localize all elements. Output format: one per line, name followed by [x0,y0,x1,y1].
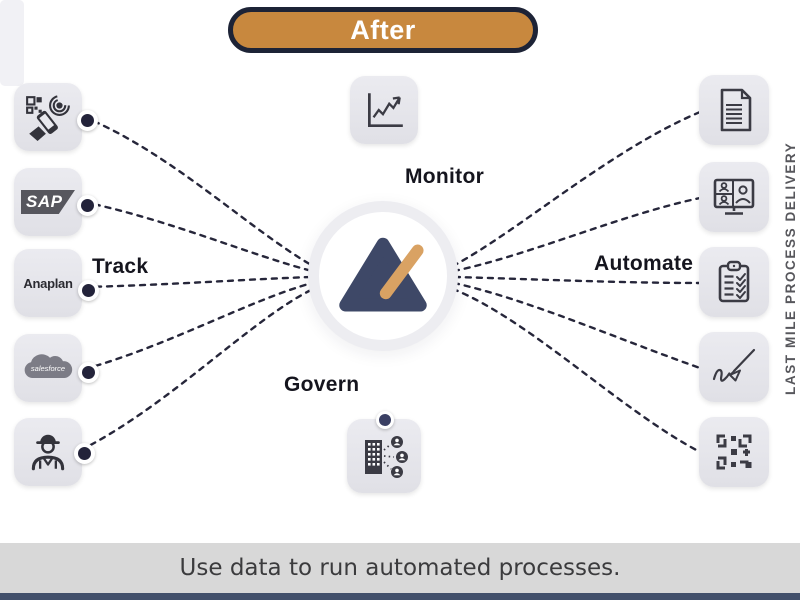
tile-checklist [699,247,769,317]
label-automate: Automate [594,252,694,275]
connector-right-1 [451,110,702,268]
tile-document [699,75,769,145]
salesforce-logo: salesforce [19,349,77,387]
node-dot-govern [376,411,394,429]
node-dot-sap [77,195,98,216]
tile-qr-code [699,417,769,487]
field-agent-icon [25,429,71,475]
label-govern: Govern [284,373,360,396]
sap-logo: SAP [21,190,75,214]
salesforce-logo-text: salesforce [31,364,65,373]
checklist-icon [711,258,757,306]
node-dot-anaplan [78,280,99,301]
footer-navy-strip [0,593,800,600]
node-dot-scan [77,110,98,131]
tile-monitor [350,76,418,144]
line-chart-icon [361,87,407,133]
tile-signature [699,332,769,402]
after-badge-label: After [350,14,416,45]
tile-salesforce: salesforce [14,334,82,402]
footer-caption: Use data to run automated processes. [179,555,621,581]
connector-left-5 [79,287,315,452]
side-label: LAST MILE PROCESS DELIVERY [783,141,798,395]
connector-right-5 [451,287,702,454]
tile-video-call [699,162,769,232]
anaplan-logo-text: Anaplan [23,275,73,291]
signature-icon [710,344,758,390]
anaplan-logo: Anaplan [23,276,72,291]
connector-left-2 [82,200,314,273]
phone-qr-scan-icon [24,93,72,141]
tile-sap: SAP [14,168,82,236]
triangle-pencil-logo [337,235,429,317]
tile-phone-qr-scan [14,83,82,151]
node-dot-agent [74,443,95,464]
connector-left-3 [83,275,313,289]
footer-bar: Use data to run automated processes. [0,543,800,593]
label-track: Track [92,255,149,278]
connector-left-4 [83,281,314,371]
video-call-icon [710,174,758,220]
document-icon [711,86,757,134]
node-dot-salesforce [78,362,99,383]
pipe-govern [0,0,24,86]
label-monitor: Monitor [405,165,485,188]
after-badge: After [228,7,538,53]
connector-right-3 [453,275,702,285]
connector-left-1 [82,115,315,268]
central-hub [308,201,458,351]
connector-right-4 [452,281,702,370]
tile-field-agent [14,418,82,486]
connector-right-2 [452,196,702,273]
qr-code-icon [711,429,757,475]
org-building-share-icon [358,431,410,481]
tile-govern [347,419,421,493]
tile-anaplan: Anaplan [14,249,82,317]
sap-logo-text: SAP [26,192,63,211]
